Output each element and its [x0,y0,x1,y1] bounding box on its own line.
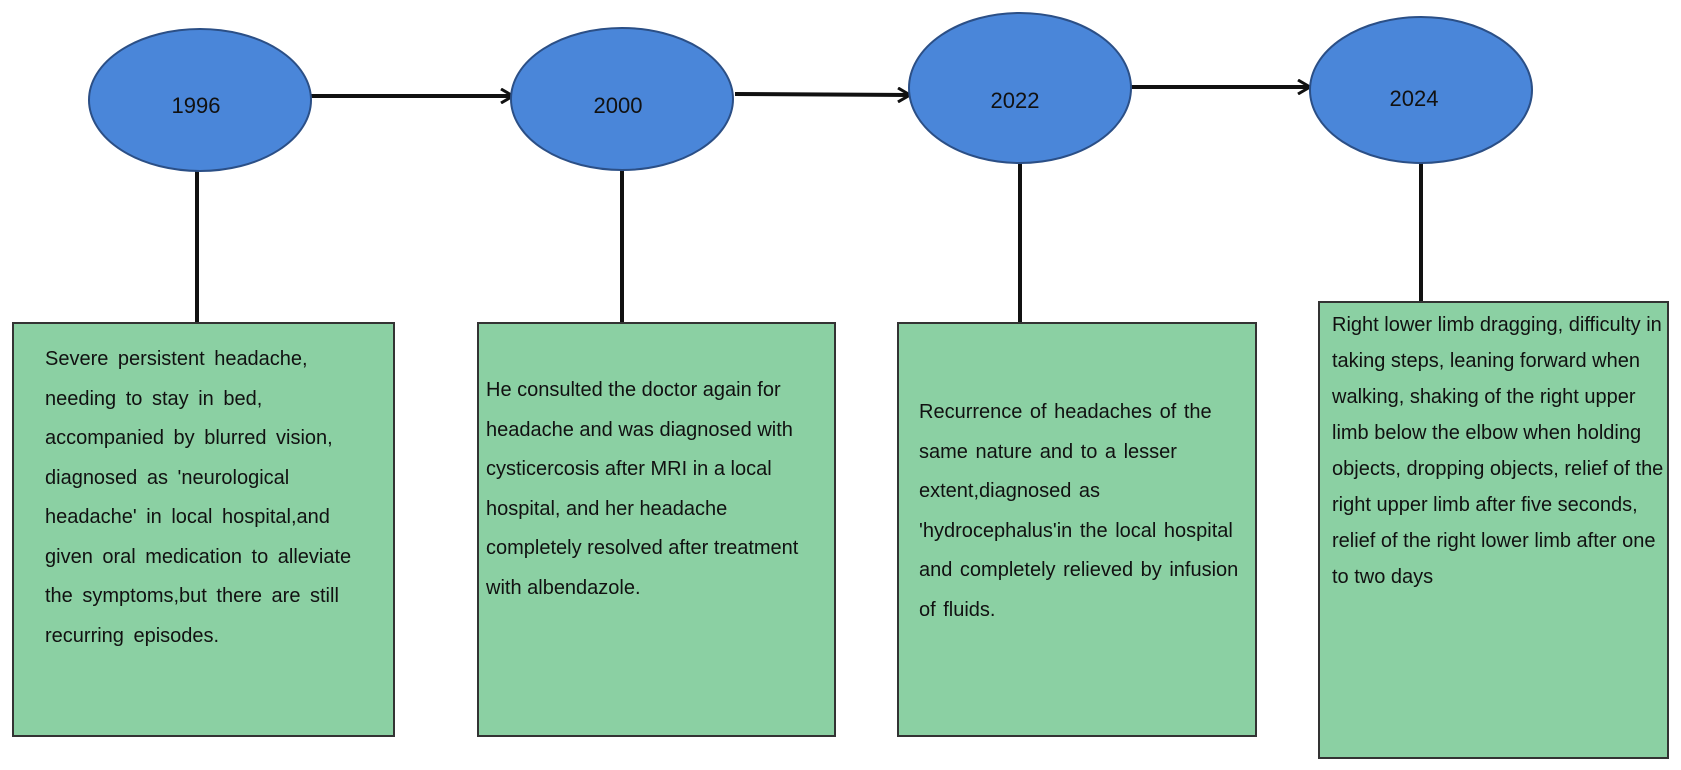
timeline-node-2024: 2024 [1309,16,1533,164]
year-label-1996: 1996 [172,93,221,118]
event-description-2000: He consulted the doctor again for headac… [486,379,799,599]
event-box-1996: Severe persistent headache, needing to s… [12,322,395,737]
event-description-2024: Right lower limb dragging, difficulty in… [1332,314,1664,588]
timeline-arrow-2000-2022 [734,94,909,95]
event-description-2022: Recurrence of headaches of the same natu… [919,401,1239,621]
timeline-node-1996: 1996 [88,28,312,172]
year-label-2000: 2000 [594,93,643,118]
event-description-1996: Severe persistent headache, needing to s… [45,348,352,647]
year-label-2024: 2024 [1390,86,1439,111]
event-box-2022: Recurrence of headaches of the same natu… [897,322,1257,737]
event-box-2000: He consulted the doctor again for headac… [477,322,836,737]
timeline-node-2022: 2022 [908,12,1132,164]
year-label-2022: 2022 [991,88,1040,113]
timeline-node-2000: 2000 [510,27,734,171]
event-box-2024: Right lower limb dragging, difficulty in… [1318,301,1669,759]
